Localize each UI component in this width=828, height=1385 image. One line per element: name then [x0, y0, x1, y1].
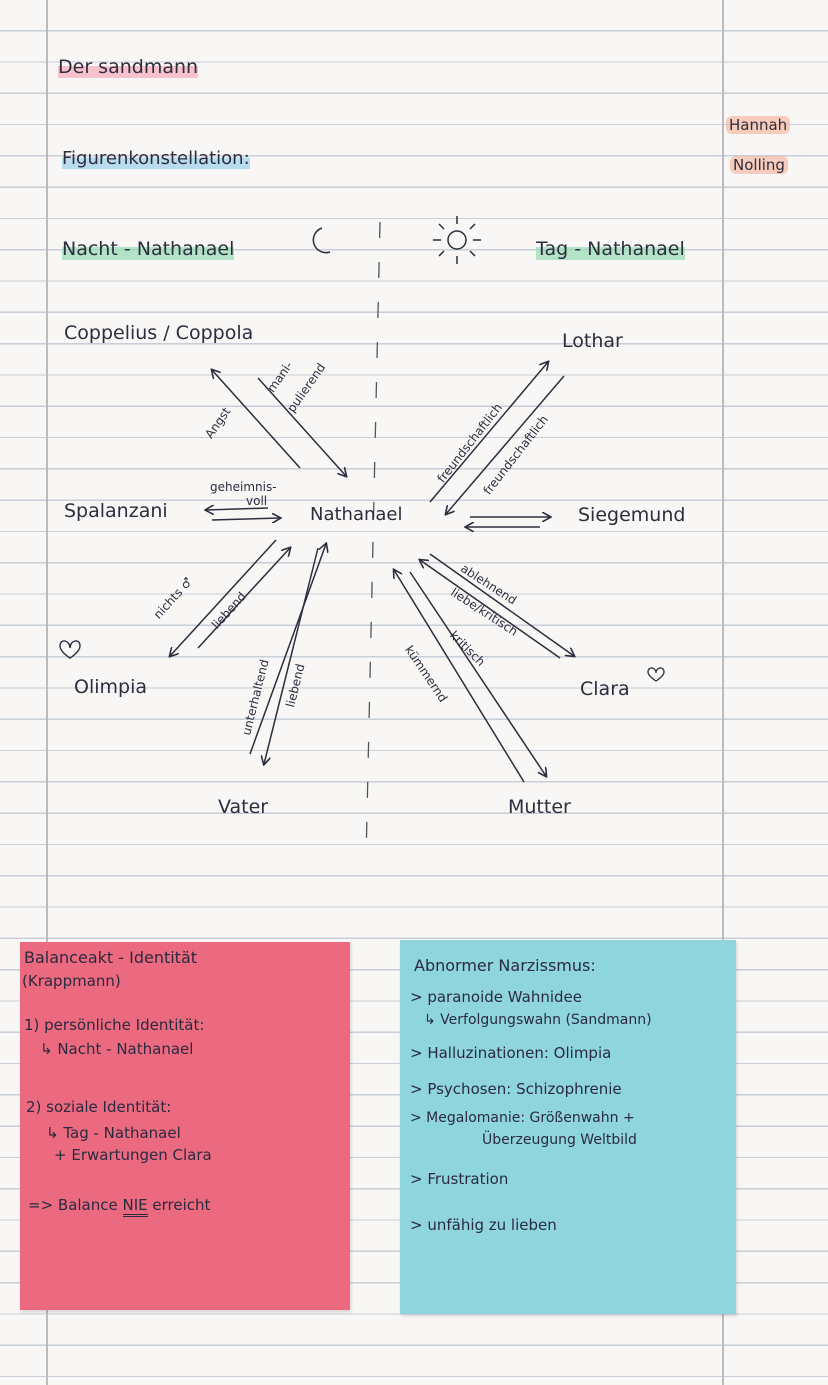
conclusion-emphasis: NIE: [122, 1196, 148, 1217]
note-narcissism-line8: > unfähig zu lieben: [410, 1216, 557, 1234]
constellation-diagram: [59, 216, 665, 861]
note-narcissism-line6: Überzeugung Weltbild: [482, 1132, 637, 1148]
note-identity-item2: 2) soziale Identität:: [26, 1098, 172, 1116]
note-identity-item2-sub2: + Erwartungen Clara: [54, 1146, 212, 1164]
sun-icon: [433, 216, 481, 264]
relation-geheimnisvoll-2: voll: [246, 494, 268, 508]
page-title: Der sandmann: [58, 56, 199, 78]
note-narcissism-line3: > Halluzinationen: Olimpia: [410, 1044, 612, 1062]
left-margin-line: [46, 0, 48, 1385]
note-narcissism-line4: > Psychosen: Schizophrenie: [410, 1080, 622, 1098]
author-last-name: Nolling: [730, 156, 788, 174]
note-identity-item1: 1) persönliche Identität:: [24, 1016, 205, 1034]
note-identity-item2-sub1: ↳ Tag - Nathanael: [46, 1124, 181, 1142]
note-identity-item1-sub: ↳ Nacht - Nathanael: [40, 1040, 194, 1058]
relation-geheimnisvoll-1: geheimnis-: [210, 480, 277, 494]
moon-icon: [312, 227, 331, 254]
sticky-note-narcissism: Abnormer Narzissmus: > paranoide Wahnide…: [400, 940, 736, 1314]
character-mutter: Mutter: [508, 796, 571, 818]
character-vater: Vater: [218, 796, 269, 818]
night-label: Nacht - Nathanael: [62, 238, 235, 260]
character-spalanzani: Spalanzani: [64, 500, 168, 522]
day-label: Tag - Nathanael: [536, 238, 685, 260]
note-narcissism-line2: ↳ Verfolgungswahn (Sandmann): [424, 1012, 652, 1028]
day-night-divider: [365, 221, 381, 861]
note-identity-conclusion: => Balance NIE erreicht: [28, 1196, 211, 1217]
note-narcissism-line1: > paranoide Wahnidee: [410, 988, 583, 1006]
note-narcissism-line5: > Megalomanie: Größenwahn +: [410, 1110, 635, 1126]
character-lothar: Lothar: [562, 330, 623, 352]
character-siegmund: Siegemund: [578, 504, 686, 526]
note-narcissism-title: Abnormer Narzissmus:: [414, 956, 596, 975]
conclusion-suffix: erreicht: [152, 1196, 211, 1214]
character-coppelius: Coppelius / Coppola: [64, 322, 254, 344]
note-narcissism-line7: > Frustration: [410, 1170, 509, 1188]
author-first-name: Hannah: [726, 116, 791, 134]
sticky-note-identity: Balanceakt - Identität (Krappmann) 1) pe…: [20, 942, 350, 1310]
heart-icon: [647, 667, 665, 682]
page-heading: Figurenkonstellation:: [62, 148, 250, 169]
heart-icon: [59, 640, 81, 659]
conclusion-prefix: => Balance: [28, 1196, 118, 1214]
character-clara: Clara: [580, 678, 630, 700]
note-identity-title: Balanceakt - Identität: [24, 948, 198, 967]
character-nathanael: Nathanael: [310, 504, 403, 525]
right-margin-line: [722, 0, 724, 1385]
note-identity-subtitle: (Krappmann): [22, 972, 121, 990]
character-olimpia: Olimpia: [74, 676, 148, 698]
